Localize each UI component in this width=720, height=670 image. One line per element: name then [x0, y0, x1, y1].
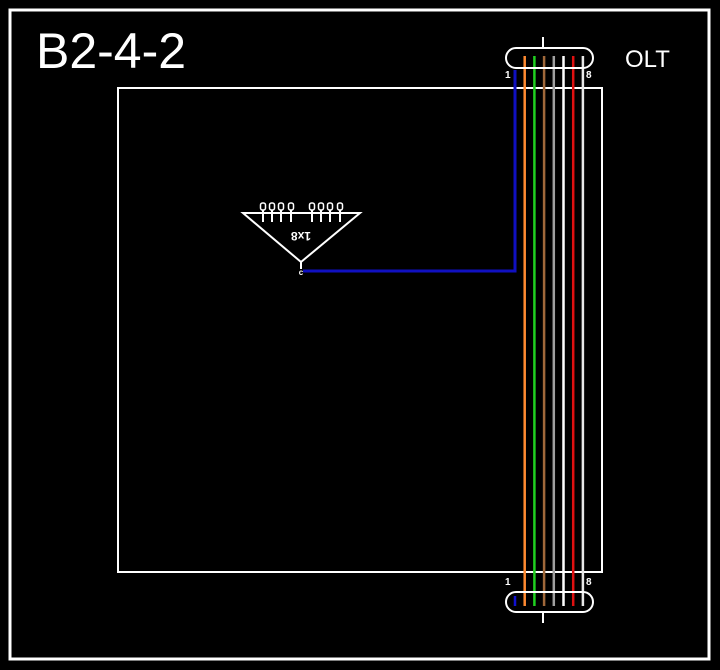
- splitter-label: 1x8: [291, 229, 311, 243]
- splitter-output-port[interactable]: [317, 202, 325, 211]
- splitter-output-ports: [259, 202, 344, 222]
- olt-label: OLT: [625, 46, 670, 73]
- splitter-output-port[interactable]: [308, 202, 316, 211]
- enclosure-box: [117, 87, 603, 573]
- top-connector-start-label: 1: [505, 70, 511, 81]
- top-connector-end-label: 8: [586, 70, 592, 81]
- diagram-title: B2-4-2: [36, 23, 186, 79]
- outer-frame: [8, 8, 711, 661]
- splitter-output-port[interactable]: [277, 202, 285, 211]
- splitter-output-port[interactable]: [336, 202, 344, 211]
- splitter-output-port[interactable]: [259, 202, 267, 211]
- top-connector[interactable]: [505, 47, 594, 69]
- bottom-connector-end-label: 8: [586, 577, 592, 588]
- splitter-output-port[interactable]: [326, 202, 334, 211]
- fiber-bundle: [513, 56, 585, 606]
- splitter-port-label: c: [299, 268, 304, 277]
- splitter-link[interactable]: [303, 70, 517, 273]
- bottom-connector[interactable]: [505, 591, 594, 613]
- splitter-1x8[interactable]: 1x8 c: [240, 202, 363, 277]
- splitter-output-port[interactable]: [268, 202, 276, 211]
- bottom-connector-start-label: 1: [505, 577, 511, 588]
- splitter-triangle: [240, 212, 363, 264]
- splitter-output-port[interactable]: [287, 202, 295, 211]
